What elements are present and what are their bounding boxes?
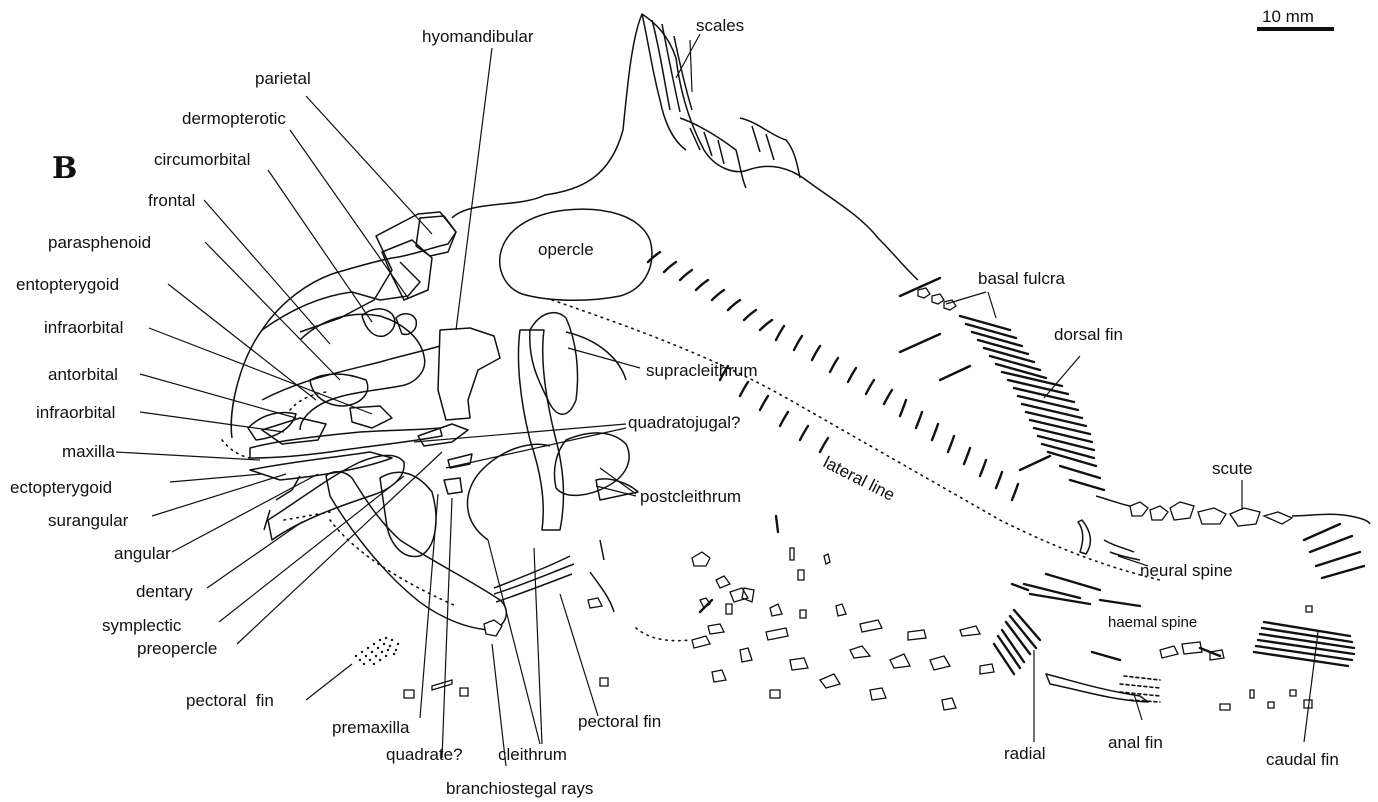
hyomandibular-bone (438, 328, 500, 420)
label-dorsal-fin: dorsal fin (1054, 325, 1123, 344)
label-infraorbital-upper: infraorbital (44, 318, 123, 337)
label-dentary: dentary (136, 582, 193, 601)
ventral-dotted-line (636, 628, 690, 641)
label-hyomandibular: hyomandibular (422, 27, 534, 46)
label-symplectic: symplectic (102, 616, 182, 635)
label-branchiostegal-rays: branchiostegal rays (446, 779, 593, 798)
label-angular: angular (114, 544, 171, 563)
ectopterygoid-bone (250, 452, 392, 480)
label-scute: scute (1212, 459, 1253, 478)
basal-fulcra-shapes (918, 288, 956, 310)
label-entopterygoid: entopterygoid (16, 275, 119, 294)
label-maxilla: maxilla (62, 442, 115, 461)
leader-lines (116, 34, 1318, 766)
label-neural-spine: neural spine (1140, 561, 1233, 580)
label-infraorbital-lower: infraorbital (36, 403, 115, 422)
branchiostegal-rays (494, 556, 574, 602)
label-supracleithrum: supracleithrum (646, 361, 758, 380)
label-cleithrum: cleithrum (498, 745, 567, 764)
label-basal-fulcra: basal fulcra (978, 269, 1065, 288)
premaxilla-fragments (404, 680, 468, 698)
symplectic-bone (444, 478, 462, 494)
body-outline (452, 14, 918, 280)
maxilla-bone (250, 428, 442, 458)
label-ectopterygoid: ectopterygoid (10, 478, 112, 497)
anal-fin-rays (1046, 674, 1160, 702)
scute-row (1130, 502, 1292, 526)
supracleithrum-bone (530, 313, 626, 415)
label-circumorbital: circumorbital (154, 150, 250, 169)
pectoral-fin-stipple (355, 637, 399, 665)
dorsal-scales (642, 14, 800, 188)
caudal-fin-rays (1254, 524, 1364, 666)
infraorbital-bones (262, 406, 392, 444)
cleithrum-bone (467, 330, 563, 540)
label-surangular: surangular (48, 511, 129, 530)
haemal-spines (1024, 574, 1140, 606)
label-radial: radial (1004, 744, 1046, 763)
label-opercle: opercle (538, 240, 594, 259)
label-preopercle: preopercle (137, 639, 217, 658)
quadrate-region (380, 472, 436, 556)
label-quadrate: quadrate? (386, 745, 463, 764)
label-premaxilla: premaxilla (332, 718, 410, 737)
postcleithrum-bone (554, 433, 638, 500)
label-frontal: frontal (148, 191, 195, 210)
label-pectoral-fin: pectoral fin (578, 712, 661, 731)
label-parasphenoid: parasphenoid (48, 233, 151, 252)
label-parietal: parietal (255, 69, 311, 88)
skull-roof (231, 212, 456, 438)
label-dermopterotic: dermopterotic (182, 109, 286, 128)
circumorbital-ring (362, 309, 416, 336)
neural-spines (1078, 520, 1140, 560)
quadratojugal-bone (418, 424, 472, 468)
panel-label: B (52, 151, 77, 186)
scale-bar-label: 10 mm (1262, 7, 1314, 26)
label-caudal-fin: caudal fin (1266, 750, 1339, 769)
label-postcleithrum: postcleithrum (640, 487, 741, 506)
label-scales: scales (696, 16, 744, 35)
label-antorbital: antorbital (48, 365, 118, 384)
label-haemal-spine: haemal spine (1108, 614, 1197, 631)
label-anal-fin: anal fin (1108, 733, 1163, 752)
label-quadratojugal: quadratojugal? (628, 413, 740, 432)
preopercle-bone (326, 472, 506, 630)
parasphenoid-bone (262, 346, 440, 400)
label-pectoral-fin-left: pectoral fin (186, 691, 274, 710)
radials (994, 610, 1040, 674)
label-lateral-line: lateral line (820, 453, 898, 505)
